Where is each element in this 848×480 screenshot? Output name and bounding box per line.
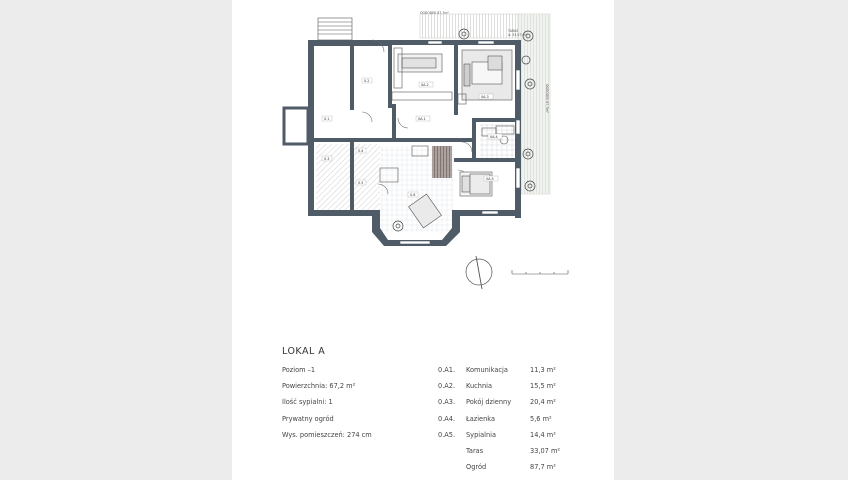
- label-s4: 0.4: [358, 149, 363, 153]
- detail-level: Poziom –1: [282, 366, 316, 374]
- floor-plan: 0A.2 0A.3 0A.1 0A.4 0A.5 0.2 0.1 0.3 0.4…: [282, 10, 569, 290]
- room-code: 0.A4.: [438, 415, 456, 423]
- label-0a4: 0A.4: [490, 135, 498, 139]
- room-area: 20,4 m²: [530, 398, 556, 406]
- label-s1: 0.1: [324, 117, 329, 121]
- unit-title: LOKAL A: [282, 346, 326, 357]
- label-0a2: 0A.2: [421, 83, 429, 87]
- room-area: 15,5 m²: [530, 382, 556, 390]
- room-name: Łazienka: [466, 415, 496, 423]
- room-code: 0.A1.: [438, 366, 456, 374]
- room-code: 0.A2.: [438, 382, 456, 390]
- living-room-furniture: [457, 49, 513, 105]
- detail-height: Wys. pomieszczeń: 274 cm: [282, 431, 372, 439]
- room-area: 33,07 m²: [530, 447, 561, 455]
- label-s6: 0.6: [410, 193, 415, 197]
- label-s3: 0.3: [324, 157, 329, 161]
- detail-area: Powierzchnia: 67,2 m²: [282, 382, 356, 390]
- room-name: Sypialnia: [466, 431, 497, 439]
- room-code: 0.A3.: [438, 398, 456, 406]
- label-s5: 0.5: [358, 181, 363, 185]
- detail-bedrooms: Ilość sypialni: 1: [282, 398, 333, 406]
- room-name: Kuchnia: [466, 382, 493, 390]
- room-name: Komunikacja: [466, 366, 508, 374]
- label-s2: 0.2: [364, 79, 369, 83]
- plants: [392, 28, 536, 232]
- room-area: 11,3 m²: [530, 366, 556, 374]
- room-name: Pokój dzienny: [466, 398, 512, 406]
- compass-icon: [465, 255, 493, 290]
- detail-garden: Prywatny ogród: [282, 415, 334, 423]
- room-area: 87,7 m²: [530, 463, 556, 471]
- room-name: Ogród: [466, 463, 487, 471]
- garden-side-label: OGRÓDEK 87,7m²: [545, 84, 550, 113]
- label-0a5: 0A.5: [486, 177, 494, 181]
- room-area: 5,6 m²: [530, 415, 552, 423]
- label-0a1: 0A.1: [418, 117, 426, 121]
- scale-bar: [511, 270, 569, 275]
- label-0a3: 0A.3: [481, 95, 489, 99]
- bedroom-furniture: [459, 171, 493, 197]
- terrace-label: TARAS: [507, 29, 518, 33]
- terrace-area-label: A: 33,07 m²: [508, 33, 527, 37]
- room-code: 0.A5.: [438, 431, 456, 439]
- garden-top-label: OGRÓDEK 87,7m²: [420, 10, 449, 15]
- plan-sheet: 0A.2 0A.3 0A.1 0A.4 0A.5 0.2 0.1 0.3 0.4…: [232, 0, 614, 480]
- room-name: Taras: [466, 447, 484, 455]
- room-area: 14,4 m²: [530, 431, 556, 439]
- kitchen-furniture: [391, 47, 453, 101]
